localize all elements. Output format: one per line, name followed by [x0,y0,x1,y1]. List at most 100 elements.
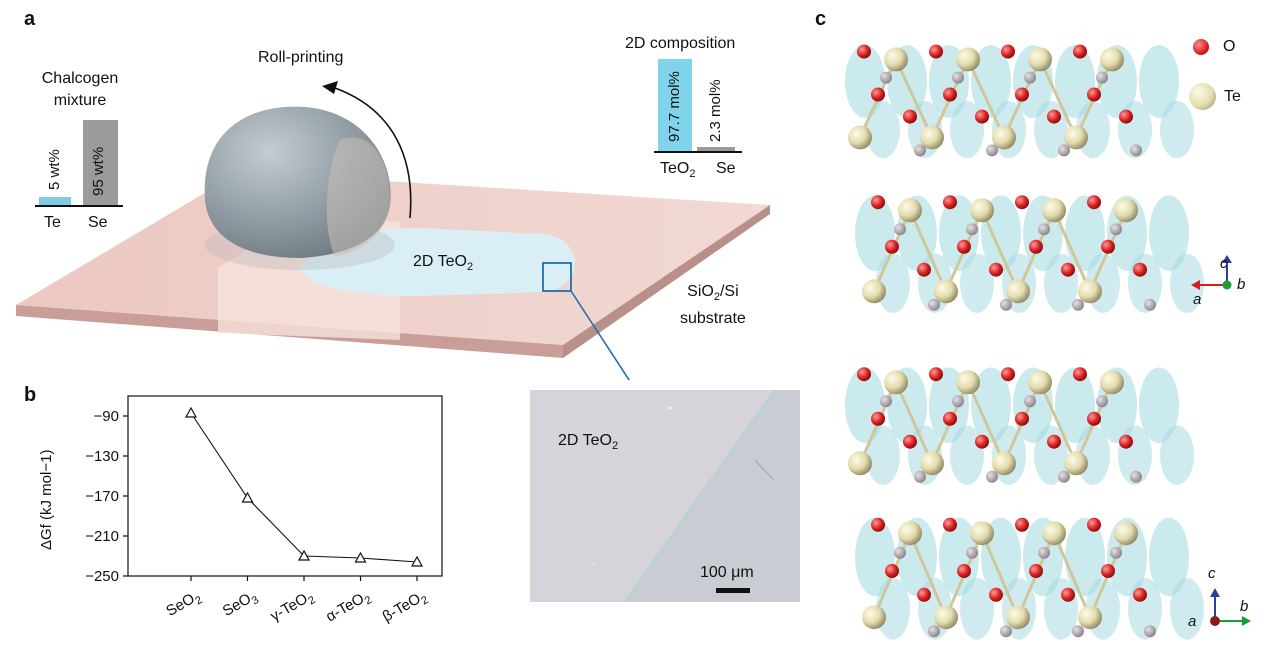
teo2-film [300,228,575,296]
optical-micrograph: 2D TeO2 100 μm [530,390,800,602]
isosurface [1139,367,1179,444]
isosurface [1149,195,1189,272]
te-atom [970,198,994,223]
ghost-atom [1000,298,1012,311]
composition-label-se: Se [716,160,736,177]
substrate-label: SiO2/Si substrate [680,281,746,329]
composition-value-teo2: 97.7 mol% [666,71,683,142]
o-atom [1073,367,1087,382]
chalcogen-mixture-title: Chalcogen mixture [38,68,122,112]
ghost-atom [914,470,926,483]
ghost-atom [1058,144,1070,157]
te-atom [1078,605,1102,630]
te-atom [848,451,872,476]
o-atom [1047,109,1061,124]
o-atom [943,195,957,210]
o-atom [1133,587,1147,602]
axes-triad-top [1191,255,1232,290]
ghost-atom [1096,395,1108,408]
isosurface [1170,253,1204,313]
substrate-label-si: /Si [719,283,739,300]
te-atom [862,279,886,304]
y-tick-label: −250 [85,568,119,585]
composition-value-se: 2.3 mol% [707,79,724,142]
isosurface [960,253,994,313]
substrate-label-sub: 2 [713,291,720,304]
film-label-sub: 2 [466,261,474,274]
ghost-atom [1058,470,1070,483]
o-atom [903,109,917,124]
scalebar-label: 100 μm [700,564,754,581]
ghost-atom [986,144,998,157]
panel-label-b: b [24,384,37,406]
composition-label-teo2: TeO2 [660,160,695,180]
o-atom [957,239,971,254]
o-atom [1001,367,1015,382]
te-atom [898,521,922,546]
o-atom [1015,411,1029,426]
o-atom [1087,411,1101,426]
legend-o-label: O [1223,38,1236,55]
te-atom [992,451,1016,476]
data-point [410,555,424,567]
o-atom [1047,434,1061,449]
o-atom [943,411,957,426]
o-atom [885,239,899,254]
ghost-atom [1130,470,1142,483]
te-atom [920,125,944,150]
isosurface [1065,517,1105,597]
ghost-atom [986,470,998,483]
roll-arrow [334,87,412,219]
mixture-axis [35,205,123,207]
te-atom [920,451,944,476]
data-point [297,549,311,561]
ghost-atom [1072,298,1084,311]
te-atom [1064,451,1088,476]
isosurface [971,45,1011,118]
o-atom [1029,239,1043,254]
bond [1052,532,1092,618]
bond [894,58,934,139]
x-tick-label: β-TeO2 [380,587,431,628]
x-tick-label: SeO2 [163,587,204,622]
te-atom [1078,279,1102,304]
film-label: 2D TeO2 [413,253,473,273]
panel-label-c: c [815,8,827,30]
composition-label-teo2-text: TeO [660,160,690,177]
te-atom [956,47,980,72]
te-atom [1114,521,1138,546]
te-atom [884,370,908,395]
te-atom [956,370,980,395]
axes-triad-bottom [1210,588,1251,626]
o-atom [1015,87,1029,102]
bond [1052,209,1092,292]
bond [980,209,1020,292]
ghost-atom [1024,395,1036,408]
y-axis-label: ΔGf (kJ mol−1) [38,449,55,550]
o-atom [929,44,943,59]
o-atom [1061,587,1075,602]
isosurface [1160,425,1194,485]
ghost-atom [1000,625,1012,638]
bond [908,532,948,618]
legend-te-label: Te [1224,88,1241,105]
x-tick-label: SeO3 [220,587,261,622]
te-atom [1006,279,1030,304]
o-atom [1119,434,1133,449]
roll-printing-label: Roll-printing [258,49,344,66]
o-atom [1087,517,1101,532]
bond [966,381,1006,464]
roll-printing-illustration [16,81,770,380]
bond [1038,58,1078,139]
te-atom [1064,125,1088,150]
ghost-atom [894,223,906,236]
te-atom [1100,47,1124,72]
o-atom [871,87,885,102]
scalebar [716,588,750,593]
te-atom [848,125,872,150]
isosurface [1170,578,1204,640]
o-atom [1133,262,1147,277]
y-tick-label: −170 [85,488,119,505]
o-atom [957,564,971,578]
